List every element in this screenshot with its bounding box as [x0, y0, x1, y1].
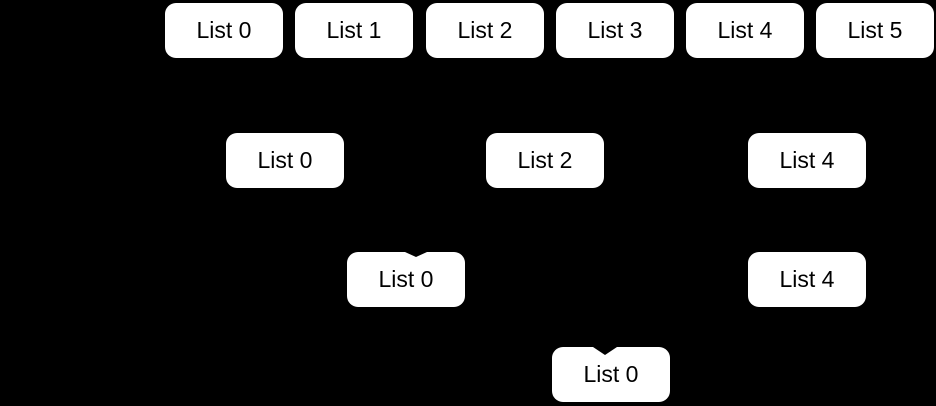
node-row0-list5: List 5 [816, 3, 934, 58]
node-row0-list1: List 1 [295, 3, 413, 58]
node-row2-list4: List 4 [748, 252, 866, 307]
node-row0-list2: List 2 [426, 3, 544, 58]
node-row0-list3: List 3 [556, 3, 674, 58]
node-row0-list0: List 0 [165, 3, 283, 58]
node-row3-list0: List 0 [552, 347, 670, 402]
node-row2-list0: List 0 [347, 252, 465, 307]
node-row1-list4: List 4 [748, 133, 866, 188]
node-row1-list0: List 0 [226, 133, 344, 188]
node-row0-list4: List 4 [686, 3, 804, 58]
arrowhead-tip-icon [593, 347, 617, 355]
arrowhead-tip-icon [405, 252, 427, 257]
node-row1-list2: List 2 [486, 133, 604, 188]
